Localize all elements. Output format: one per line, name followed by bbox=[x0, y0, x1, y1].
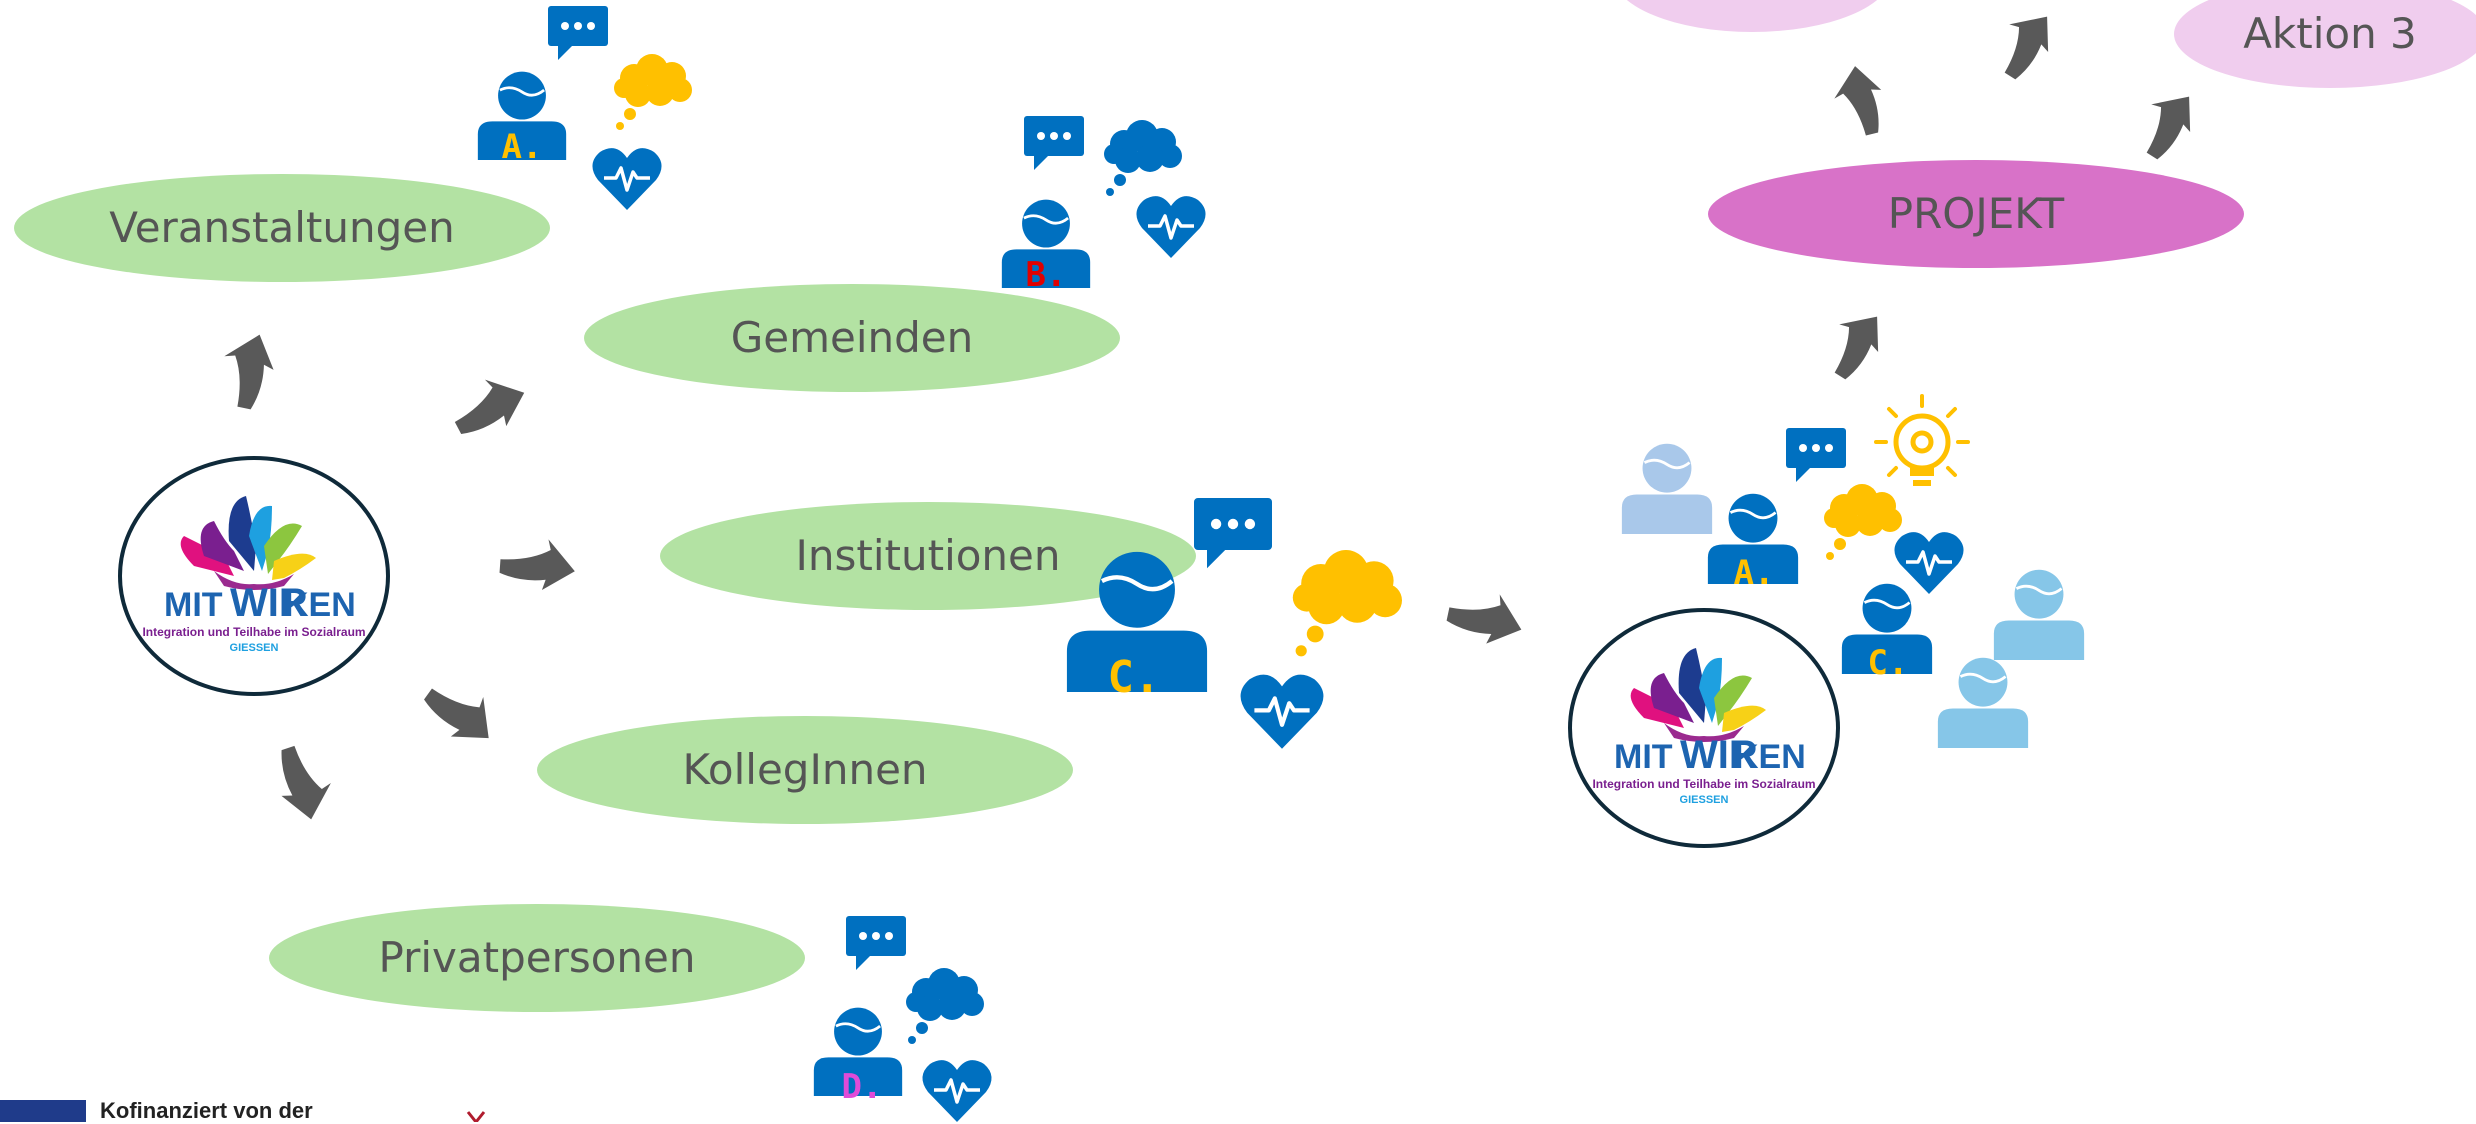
category-privatpersonen: Privatpersonen bbox=[269, 904, 805, 1012]
heart-pulse-icon bbox=[1241, 675, 1324, 749]
person-icon bbox=[1993, 569, 2085, 660]
heart-pulse-icon bbox=[590, 146, 664, 212]
action-label: Aktion 3 bbox=[2243, 9, 2417, 58]
category-label: Privatpersonen bbox=[378, 933, 695, 982]
category-label: Institutionen bbox=[795, 531, 1060, 580]
person-letter: C. bbox=[1108, 652, 1161, 703]
person-letter: A. bbox=[502, 127, 543, 167]
eu-flag-icon bbox=[0, 1100, 86, 1122]
speech-bubble-icon bbox=[1024, 116, 1084, 170]
person-icon bbox=[1621, 443, 1713, 534]
category-gemeinden: Gemeinden bbox=[584, 284, 1120, 392]
right-group: A. C. bbox=[1621, 394, 2085, 748]
person-c-group: C. bbox=[1066, 498, 1402, 749]
heart-pulse-icon bbox=[1134, 194, 1208, 260]
arrow-icon bbox=[1816, 301, 1894, 387]
arrow-icon bbox=[415, 669, 507, 756]
arrow-icon bbox=[2128, 81, 2206, 167]
logo-mit-text: MIT bbox=[164, 586, 223, 624]
action-ellipse-1 bbox=[1626, 0, 1878, 32]
speech-bubble-icon bbox=[548, 6, 608, 60]
arrow-icon bbox=[214, 328, 281, 413]
arrow-icon bbox=[1986, 1, 2064, 87]
heart-pulse-icon bbox=[920, 1058, 994, 1122]
speech-bubble-icon bbox=[1786, 428, 1846, 482]
thought-cloud-icon bbox=[1292, 550, 1402, 657]
logo-city: GIESSEN bbox=[230, 642, 279, 654]
person-letter: C. bbox=[1868, 643, 1909, 683]
logo-wir-text: WIR bbox=[1680, 733, 1758, 777]
person-letter: D. bbox=[842, 1067, 883, 1107]
person-d-group: D. bbox=[813, 916, 994, 1122]
speech-bubble-icon bbox=[1194, 498, 1272, 569]
heart-pulse-icon bbox=[1892, 530, 1966, 596]
project-label: PROJEKT bbox=[1888, 189, 2065, 238]
logo-ken-text: KEN bbox=[1734, 738, 1806, 776]
category-kolleginnen: KollegInnen bbox=[537, 716, 1073, 824]
arrow-icon bbox=[1443, 584, 1528, 651]
logo-subtitle: Integration und Teilhabe im Sozialraum bbox=[142, 625, 365, 639]
category-label: Gemeinden bbox=[731, 313, 974, 362]
category-institutionen: Institutionen bbox=[660, 502, 1196, 610]
arrow-icon bbox=[268, 738, 340, 826]
lightbulb-icon bbox=[1874, 394, 1970, 486]
logo-ken-text: KEN bbox=[284, 586, 356, 624]
funding-text: Kofinanziert von der bbox=[100, 1098, 313, 1123]
category-label: Veranstaltungen bbox=[109, 203, 455, 252]
category-veranstaltungen: Veranstaltungen bbox=[14, 174, 550, 282]
category-label: KollegInnen bbox=[682, 745, 927, 794]
thought-cloud-icon bbox=[1104, 120, 1182, 196]
partner-logo-fragment bbox=[466, 1111, 486, 1122]
thought-cloud-icon bbox=[906, 968, 984, 1044]
person-letter: A. bbox=[1734, 553, 1775, 593]
logo-subtitle: Integration und Teilhabe im Sozialraum bbox=[1592, 777, 1815, 791]
logo-mit-text: MIT bbox=[1614, 738, 1673, 776]
arrow-icon bbox=[443, 366, 535, 447]
person-b-group: B. bbox=[1001, 116, 1208, 295]
mitwirken-logo-right: MIT WIR KEN Integration und Teilhabe im … bbox=[1568, 608, 1840, 848]
person-a-group: A. bbox=[477, 6, 692, 212]
eu-funding-footer: Kofinanziert von der bbox=[0, 1098, 520, 1123]
logo-city: GIESSEN bbox=[1680, 794, 1729, 806]
thought-cloud-icon bbox=[614, 54, 692, 130]
person-icon bbox=[1937, 657, 2029, 748]
arrow-icon bbox=[498, 536, 577, 593]
arrow-icon bbox=[1827, 61, 1892, 141]
logo-wir-text: WIR bbox=[230, 581, 308, 625]
mitwirken-logo-left: MIT WIR KEN Integration und Teilhabe im … bbox=[118, 456, 390, 696]
speech-bubble-icon bbox=[846, 916, 906, 970]
person-letter: B. bbox=[1026, 255, 1067, 295]
thought-cloud-icon bbox=[1824, 484, 1902, 560]
action-ellipse-aktion-3: Aktion 3 bbox=[2174, 0, 2476, 88]
project-ellipse: PROJEKT bbox=[1708, 160, 2244, 268]
